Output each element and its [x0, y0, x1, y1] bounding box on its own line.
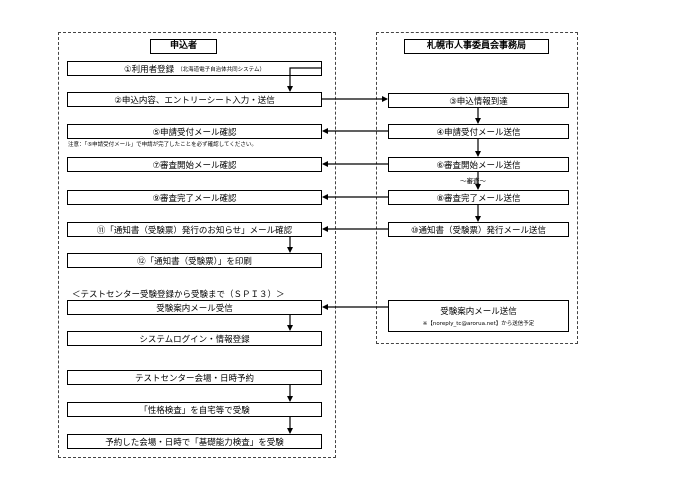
step-user-registration: ①利用者登録 （北海道電子自治体共同システム） [67, 61, 322, 76]
arrow-s1-s2 [287, 67, 322, 92]
office-header: 札幌市人事委員会事務局 [404, 39, 549, 54]
confirmation-note: 注意：「⑤申請受付メール」で申請が完了したことを必ず確認してください。 [68, 142, 257, 148]
step-entry-submit: ②申込内容、エントリーシート入力・送信 [67, 92, 322, 107]
step-user-registration-label: ①利用者登録 [124, 64, 175, 75]
step-notice-mail-send: ⑩通知書（受験票）発行メール送信 [388, 222, 569, 237]
step-receipt-mail-confirm: ⑤申請受付メール確認 [67, 124, 322, 139]
step-system-login: システムログイン・情報登録 [67, 331, 322, 346]
step-exam-mail-receive: 受験案内メール受信 [67, 300, 322, 315]
step-print-notice: ⑫「通知書（受験票）」を印刷 [67, 253, 322, 268]
exam-mail-send-note: ※【noreply_tc@arorua.net】から送信予定 [422, 321, 535, 327]
applicant-header: 申込者 [150, 39, 217, 54]
step-user-registration-note: （北海道電子自治体共同システム） [177, 66, 265, 73]
exam-mail-send-label: 受験案内メール送信 [440, 307, 517, 317]
step-personality-test: 「性格検査」を自宅等で受験 [67, 402, 322, 417]
step-receipt-mail-send: ④申請受付メール送信 [388, 124, 569, 139]
applicant-panel [58, 32, 336, 458]
step-review-start-confirm: ⑦審査開始メール確認 [67, 157, 322, 172]
test-center-section-title: ＜テストセンター受験登録から受験まで（ＳＰＩ３）＞ [72, 290, 285, 300]
review-label: ～審査～ [460, 177, 486, 185]
office-panel [376, 32, 578, 344]
step-ability-test: 予約した会場・日時で「基礎能力検査」を受験 [67, 434, 322, 449]
step-review-complete-send: ⑧審査完了メール送信 [388, 190, 569, 205]
step-review-complete-confirm: ⑨審査完了メール確認 [67, 190, 322, 205]
step-review-start-send: ⑥審査開始メール送信 [388, 157, 569, 172]
step-notice-mail-confirm: ⑪「通知書（受験票）発行のお知らせ」メール確認 [67, 222, 322, 237]
step-application-arrival: ③申込情報到達 [388, 93, 569, 108]
step-venue-reservation: テストセンター会場・日時予約 [67, 370, 322, 385]
step-exam-mail-send: 受験案内メール送信 ※【noreply_tc@arorua.net】から送信予定 [388, 300, 569, 332]
